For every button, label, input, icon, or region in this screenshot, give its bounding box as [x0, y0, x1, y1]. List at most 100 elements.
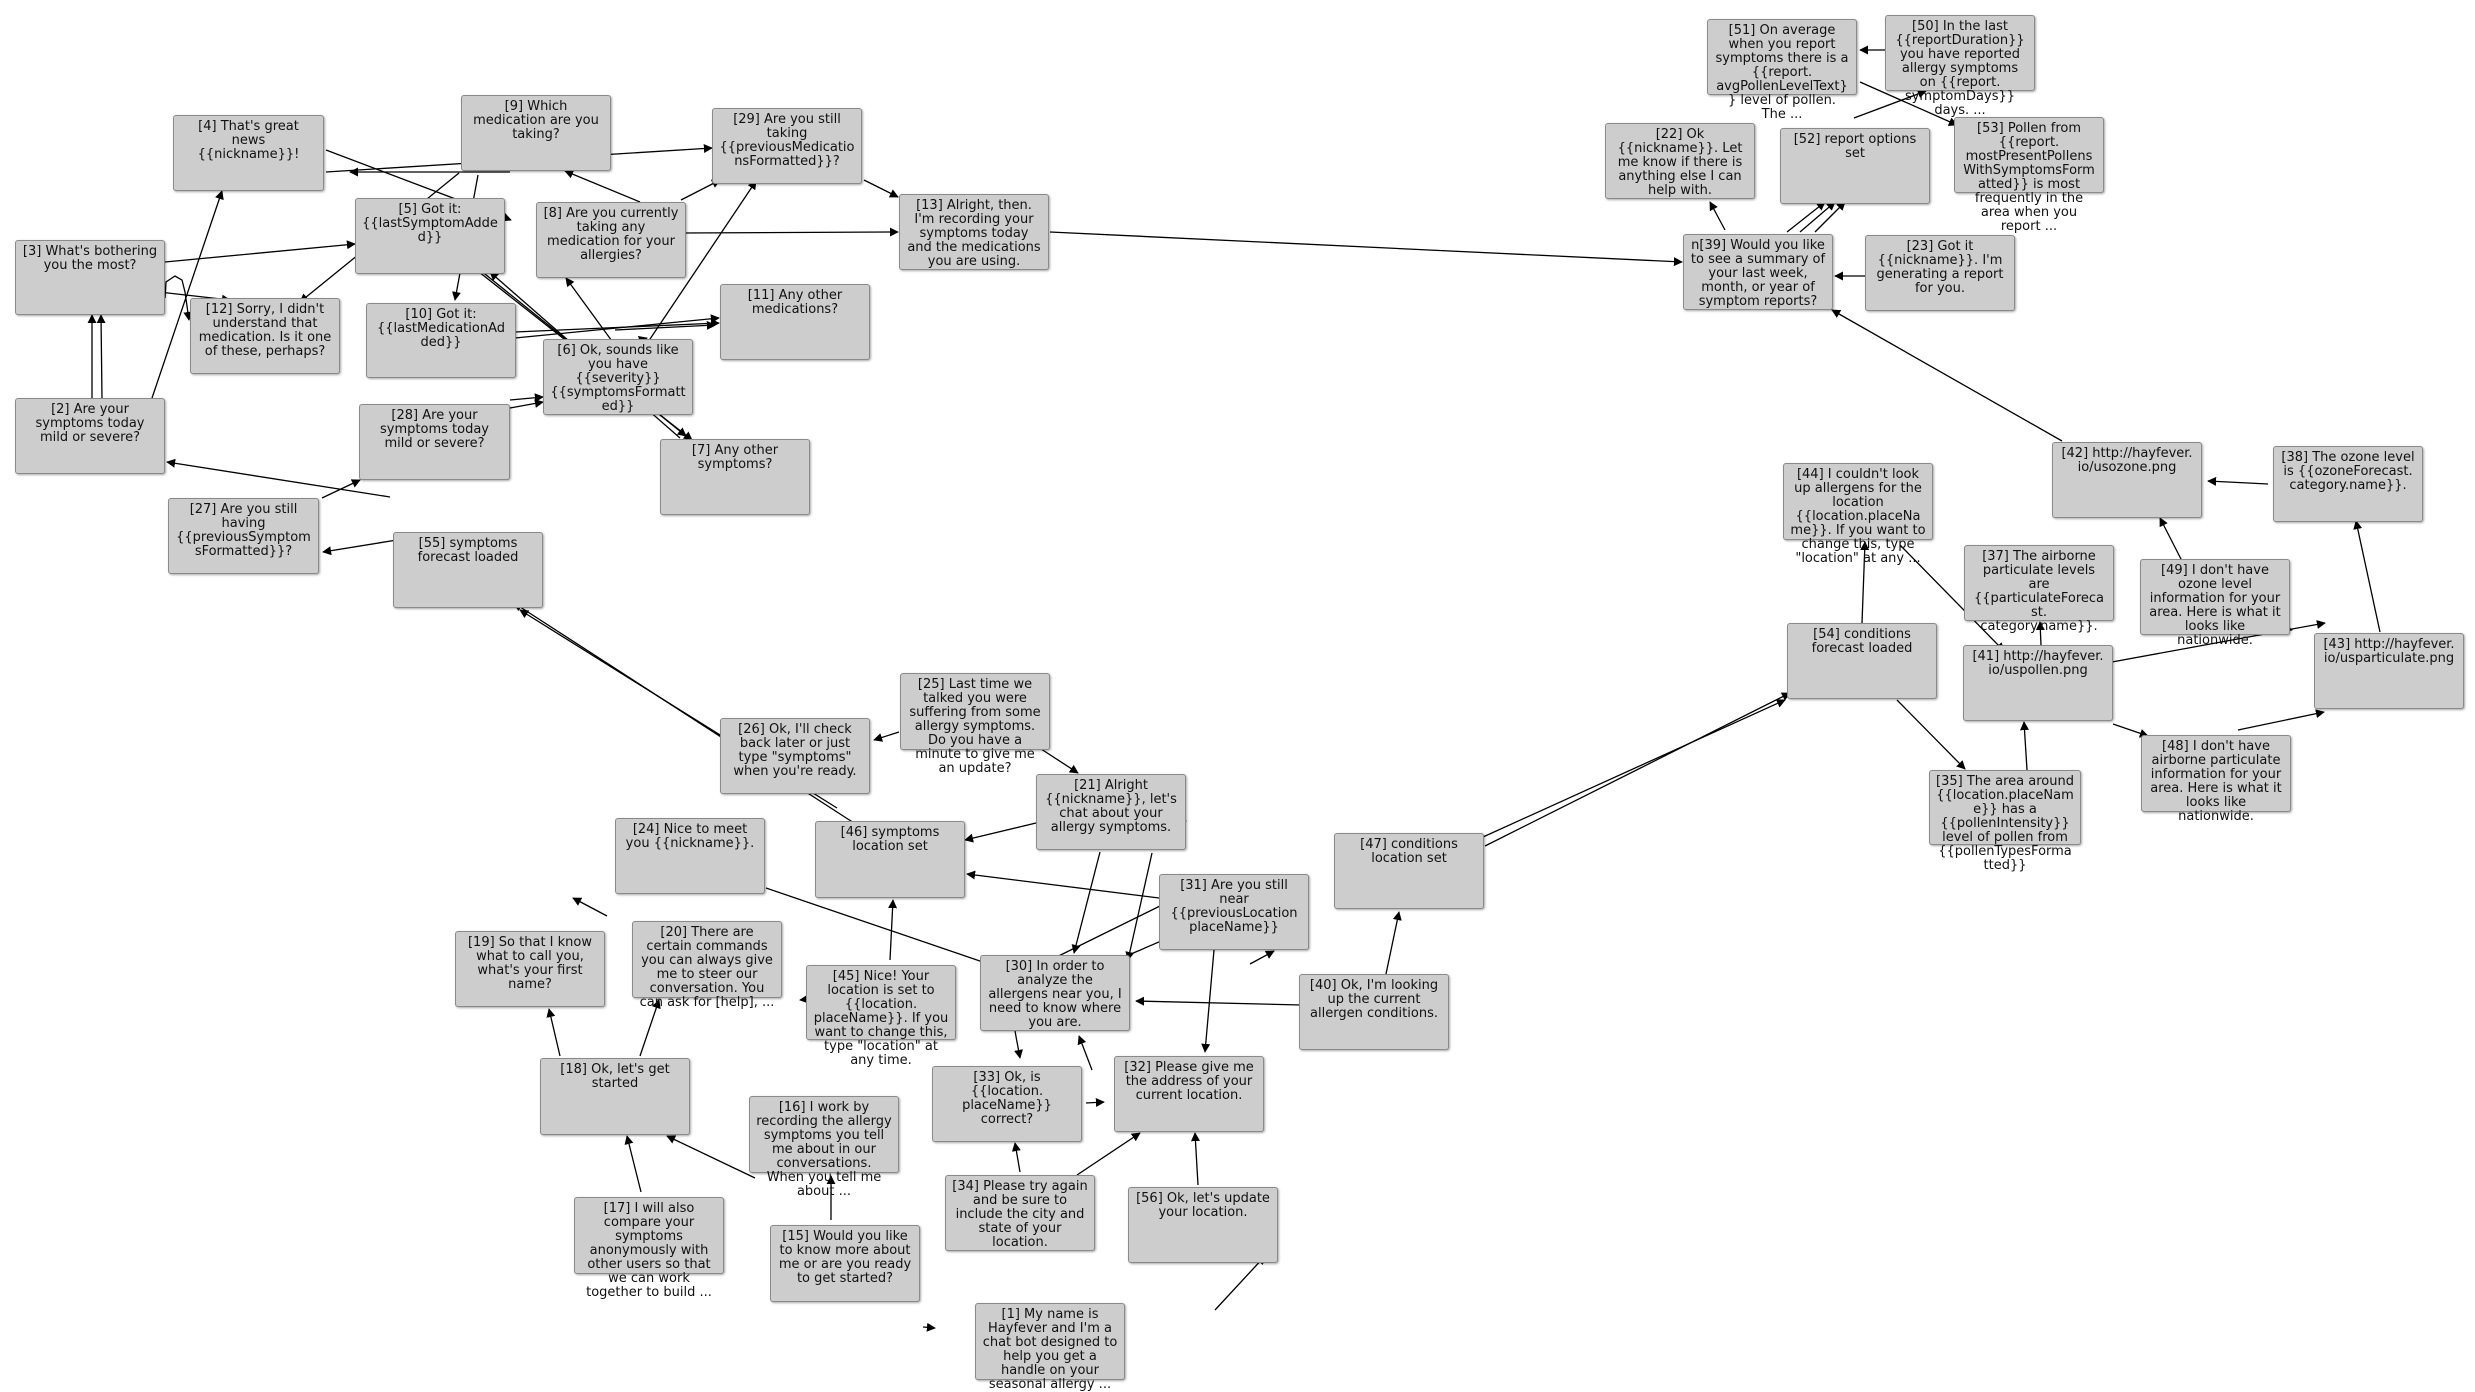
edge-arrow: [922, 1322, 936, 1332]
node-42[interactable]: [42] http://hayfever. io/usozone.png: [2052, 442, 2202, 518]
node-44[interactable]: [44] I couldn't look up allergens for th…: [1783, 463, 1933, 566]
node-9[interactable]: [9] Which medication are you taking?: [461, 95, 611, 171]
node-23[interactable]: [23] Got it {{nickname}}. I'm generating…: [1865, 235, 2015, 311]
node-20[interactable]: [20] There are certain commands you can …: [632, 921, 782, 1010]
node-6[interactable]: [6] Ok, sounds like you have {{severity}…: [543, 339, 693, 415]
edge-arrow: [1853, 89, 1927, 119]
node-32[interactable]: [32] Please give me the address of your …: [1114, 1056, 1264, 1132]
edge-arrow: [1076, 1132, 1141, 1176]
edge-arrow: [514, 318, 720, 333]
edge-arrow: [322, 539, 398, 556]
node-52[interactable]: [52] report options set: [1780, 128, 1930, 204]
edge-arrow: [1077, 1035, 1093, 1071]
edge-arrow: [1896, 699, 1966, 770]
node-17[interactable]: [17] I will also compare your symptoms a…: [574, 1197, 724, 1300]
edge-arrow: [1125, 852, 1153, 961]
node-33[interactable]: [33] Ok, is {{location. placeName}} corr…: [932, 1066, 1082, 1142]
node-12[interactable]: [12] Sorry, I didn't understand that med…: [190, 298, 340, 374]
edge-arrow: [96, 314, 106, 399]
node-47[interactable]: [47] conditions location set: [1334, 833, 1484, 909]
edge-arrow: [1814, 201, 1846, 233]
edge-arrow: [1471, 699, 1786, 843]
edge-arrow-loop: [164, 275, 193, 321]
edge-arrow: [321, 479, 361, 499]
edge-arrow: [1049, 231, 1683, 267]
node-29[interactable]: [29] Are you still taking {{previousMedi…: [712, 108, 862, 184]
edge-arrow: [1014, 1030, 1023, 1059]
node-4[interactable]: [4] That's great news {{nickname}}!: [173, 115, 324, 191]
node-8[interactable]: [8] Are you currently taking any medicat…: [536, 202, 686, 278]
edge-arrow: [565, 277, 618, 349]
node-18[interactable]: [18] Ok, let's get started: [540, 1058, 690, 1135]
edge-arrow: [2353, 520, 2381, 633]
node-5[interactable]: [5] Got it: {{lastSymptomAdded}}: [355, 198, 505, 274]
edge-arrow: [2237, 709, 2325, 731]
edge-arrow: [1859, 81, 1958, 126]
node-31[interactable]: [31] Are you still near {{previousLocati…: [1159, 874, 1309, 950]
node-16[interactable]: [16] I work by recording the allergy sym…: [749, 1096, 899, 1199]
node-22[interactable]: [22] Ok {{nickname}}. Let me know if the…: [1605, 123, 1755, 199]
node-56[interactable]: [56] Ok, let's update your location.: [1128, 1187, 1278, 1263]
node-50[interactable]: [50] In the last {{reportDuration}} you …: [1885, 15, 2035, 118]
edge-arrow: [966, 870, 1160, 899]
edge-arrow: [572, 897, 608, 917]
node-43[interactable]: [43] http://hayfever. io/usparticulate.p…: [2314, 633, 2464, 709]
node-2[interactable]: [2] Are your symptoms today mild or seve…: [15, 398, 165, 474]
edge-arrow: [164, 240, 356, 263]
edge-arrow: [2207, 476, 2269, 486]
edge-arrow: [564, 169, 641, 203]
node-55[interactable]: [55] symptoms forecast loaded: [393, 532, 543, 608]
node-3[interactable]: [3] What's bothering you the most?: [15, 240, 165, 315]
edge-arrow: [666, 1135, 756, 1179]
node-34[interactable]: [34] Please try again and be sure to inc…: [945, 1175, 1095, 1251]
edge-arrow: [1249, 950, 1275, 965]
node-38[interactable]: [38] The ozone level is {{ozoneForecast.…: [2273, 446, 2423, 522]
edge-arrow: [2020, 721, 2029, 771]
edge-arrow: [1860, 541, 1870, 624]
edge-arrow: [1799, 201, 1836, 233]
node-46[interactable]: [46] symptoms location set: [815, 821, 965, 898]
node-28[interactable]: [28] Are your symptoms today mild or sev…: [359, 404, 510, 480]
node-41[interactable]: [41] http://hayfever. io/uspollen.png: [1963, 645, 2113, 721]
edge-arrow: [1085, 1097, 1105, 1107]
edge-arrow: [1214, 1255, 1266, 1311]
node-27[interactable]: [27] Are you still having {{previousSymp…: [168, 498, 319, 574]
edge-arrow: [863, 179, 899, 198]
node-24[interactable]: [24] Nice to meet you {{nickname}}.: [615, 818, 765, 894]
edge-arrow: [1011, 1142, 1021, 1173]
node-51[interactable]: [51] On average when you report symptoms…: [1707, 19, 1857, 122]
node-39[interactable]: n[39] Would you like to see a summary of…: [1683, 234, 1833, 310]
node-21[interactable]: [21] Alright {{nickname}}, let's chat ab…: [1036, 774, 1186, 850]
node-35[interactable]: [35] The area around {{location.placeNam…: [1929, 770, 2081, 873]
node-1[interactable]: [1] My name is Hayfever and I'm a chat b…: [975, 1303, 1125, 1392]
node-37[interactable]: [37] The airborne particulate levels are…: [1964, 545, 2114, 634]
node-25[interactable]: [25] Last time we talked you were suffer…: [900, 673, 1050, 776]
edge-arrow: [888, 899, 898, 961]
node-45[interactable]: [45] Nice! Your location is set to {{loc…: [806, 965, 956, 1068]
edge-arrow: [2112, 723, 2149, 738]
edge-arrow: [873, 731, 900, 742]
node-11[interactable]: [11] Any other medications?: [720, 284, 870, 360]
node-40[interactable]: [40] Ok, I'm looking up the current alle…: [1299, 974, 1449, 1050]
node-53[interactable]: [53] Pollen from {{report. mostPresentPo…: [1954, 117, 2104, 234]
edge-arrow: [624, 1135, 642, 1193]
node-26[interactable]: [26] Ok, I'll check back later or just t…: [720, 718, 870, 794]
node-15[interactable]: [15] Would you like to know more about m…: [770, 1225, 920, 1302]
node-13[interactable]: [13] Alright, then. I'm recording your s…: [899, 194, 1049, 270]
edge-arrow: [509, 393, 544, 403]
edge-arrow: [1037, 746, 1079, 774]
node-19[interactable]: [19] So that I know what to call you, wh…: [455, 931, 605, 1007]
edge-arrow: [964, 822, 1037, 843]
node-54[interactable]: [54] conditions forecast loaded: [1787, 623, 1937, 699]
node-49[interactable]: [49] I don't have ozone level informatio…: [2140, 559, 2290, 648]
edge-arrow: [2159, 517, 2183, 562]
edge-arrow: [639, 999, 661, 1057]
node-10[interactable]: [10] Got it: {{lastMedicationAdded}}: [366, 303, 516, 378]
node-48[interactable]: [48] I don't have airborne particulate i…: [2141, 735, 2291, 824]
node-30[interactable]: [30] In order to analyze the allergens n…: [980, 955, 1130, 1031]
edge-arrow: [166, 458, 391, 498]
edge-arrow: [1201, 949, 1215, 1053]
edge-arrow: [1709, 201, 1726, 231]
node-7[interactable]: [7] Any other symptoms?: [660, 439, 810, 515]
